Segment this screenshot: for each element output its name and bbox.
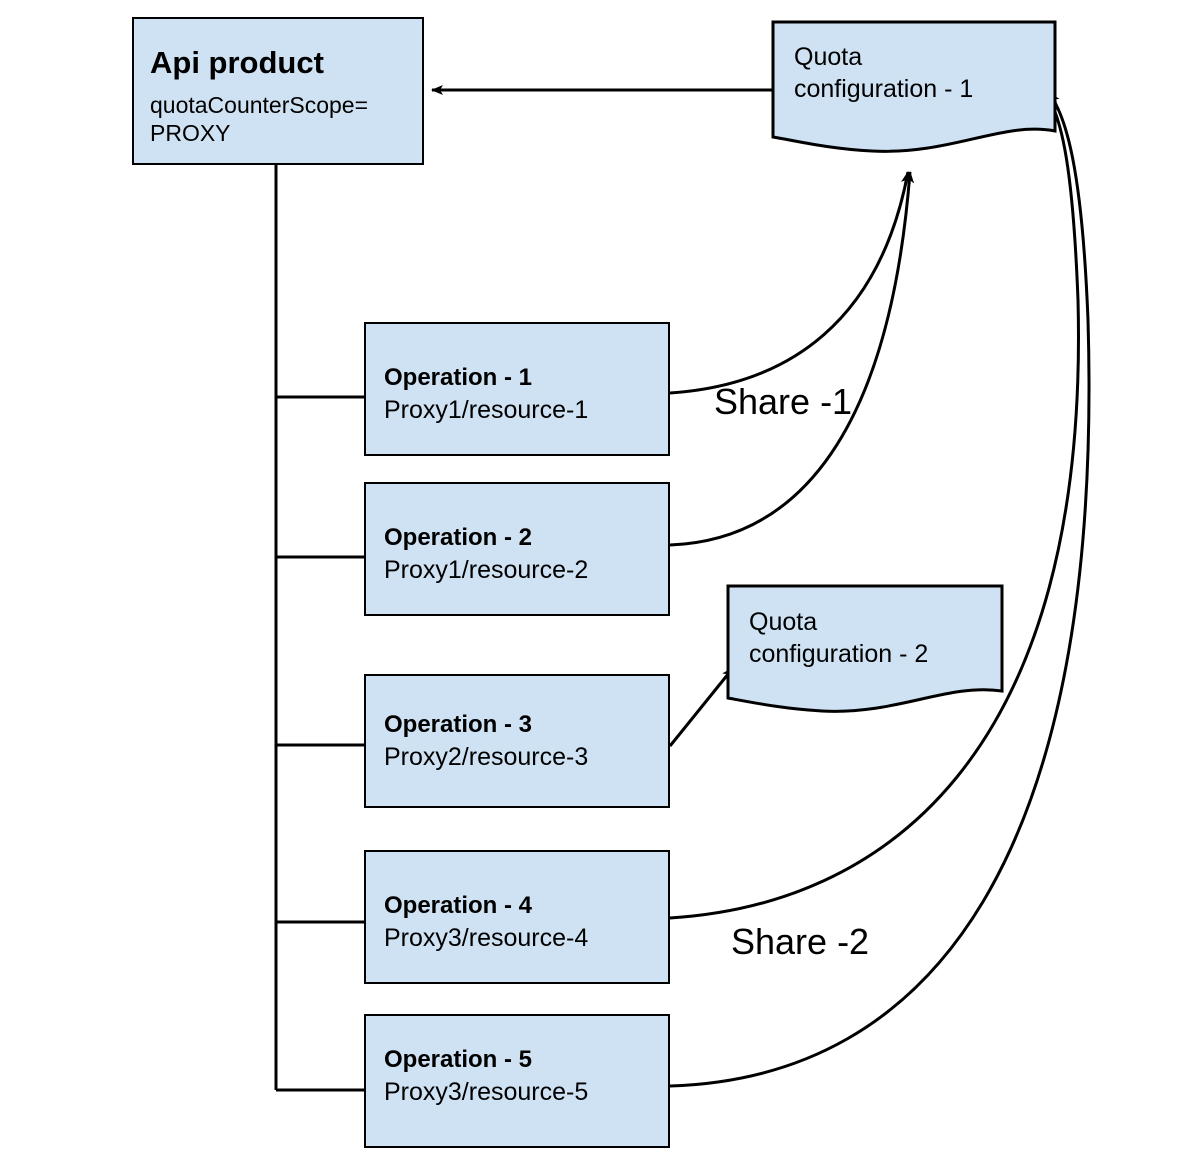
api-product-title: Api product (150, 45, 324, 80)
quota-configuration-2-line1: Quota (749, 608, 818, 636)
edge-operation1-to-quotaconfig1 (669, 171, 911, 395)
operation-5-path: Proxy3/resource-5 (384, 1078, 589, 1106)
edge-operation4-to-quotaconfig1 (669, 95, 1080, 920)
operation-2-path: Proxy1/resource-2 (384, 556, 589, 584)
edge-operation3-to-quotaconfig2 (668, 667, 735, 747)
quota-configuration-1-line1: Quota (794, 43, 863, 71)
operation-3-title: Operation - 3 (384, 711, 533, 738)
node-operation-2[interactable]: Operation - 2 Proxy1/resource-2 (364, 482, 670, 616)
operation-3-path: Proxy2/resource-3 (384, 743, 589, 771)
node-operation-3[interactable]: Operation - 3 Proxy2/resource-3 (364, 674, 670, 808)
edge-operation5-to-quotaconfig1 (669, 92, 1091, 1088)
node-operation-4[interactable]: Operation - 4 Proxy3/resource-4 (364, 850, 670, 984)
operation-5-title: Operation - 5 (384, 1046, 533, 1073)
node-quota-configuration-1[interactable]: Quota configuration - 1 (771, 20, 1057, 153)
node-operation-1[interactable]: Operation - 1 Proxy1/resource-1 (364, 322, 670, 456)
operation-1-path: Proxy1/resource-1 (384, 396, 589, 424)
edge-operation2-to-quotaconfig1 (669, 171, 915, 547)
node-api-product[interactable]: Api product quotaCounterScope= PROXY (132, 17, 424, 165)
quota-configuration-2-line2: configuration - 2 (749, 640, 929, 668)
node-operation-5[interactable]: Operation - 5 Proxy3/resource-5 (364, 1014, 670, 1148)
edge-label-share-1: Share -1 (714, 381, 853, 422)
operation-4-title: Operation - 4 (384, 892, 533, 919)
operation-2-title: Operation - 2 (384, 524, 533, 551)
operation-1-title: Operation - 1 (384, 364, 533, 391)
operation-4-path: Proxy3/resource-4 (384, 924, 589, 952)
node-quota-configuration-2[interactable]: Quota configuration - 2 (726, 584, 1004, 713)
document-shape (771, 20, 1057, 153)
api-product-line2: PROXY (150, 120, 231, 146)
quota-configuration-1-line2: configuration - 1 (794, 75, 974, 103)
api-product-line1: quotaCounterScope= (150, 92, 369, 118)
edge-label-share-2: Share -2 (731, 921, 870, 962)
document-shape (726, 584, 1004, 713)
